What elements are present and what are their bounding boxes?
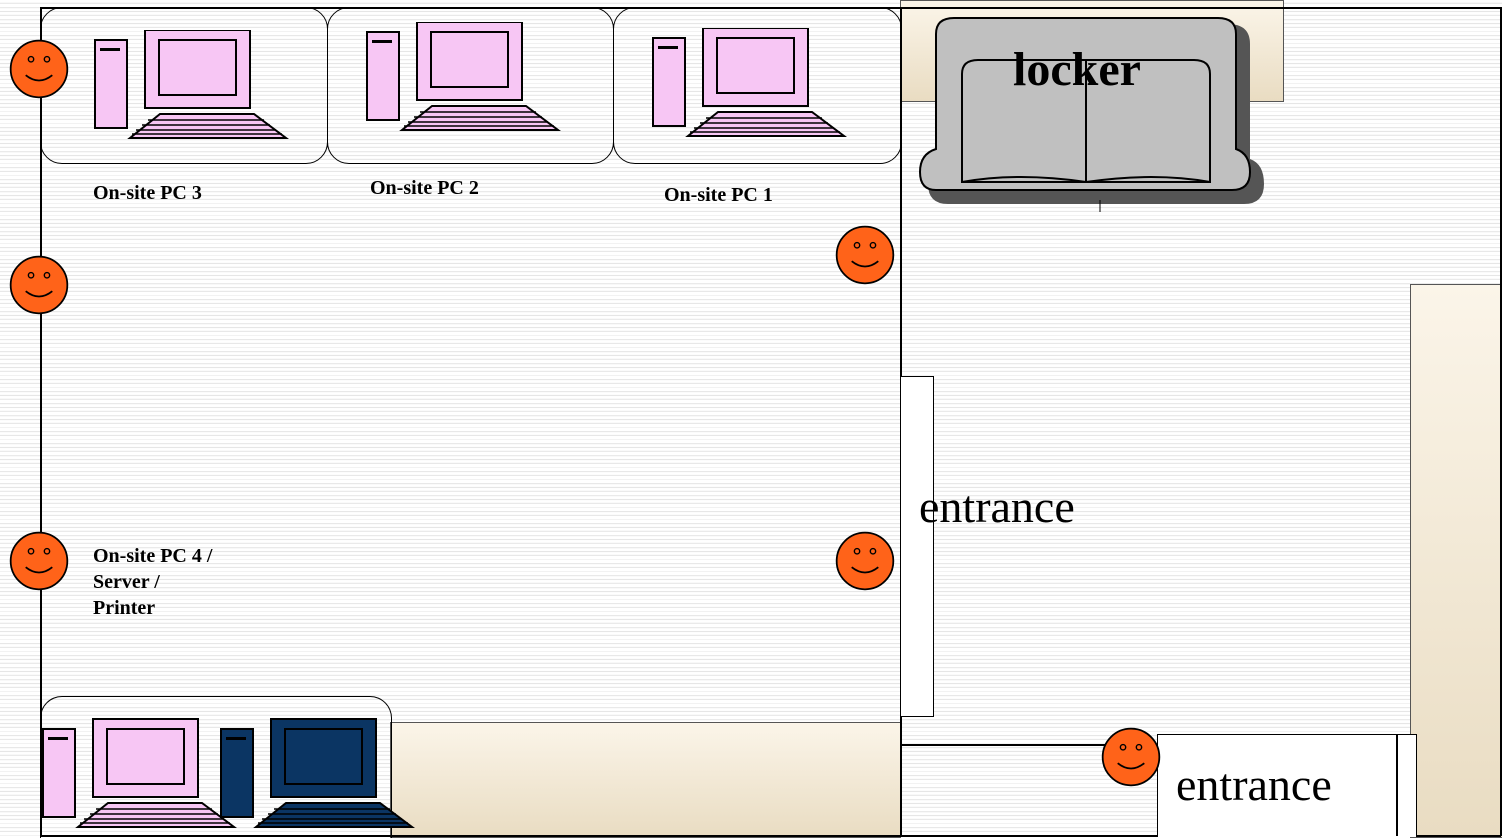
pc2-computer-icon bbox=[362, 22, 562, 132]
room-right-wall bbox=[1500, 7, 1502, 836]
side-entrance-door bbox=[901, 376, 934, 717]
room-bottom-wall bbox=[40, 835, 1501, 837]
pc3-label: On-site PC 3 bbox=[93, 182, 202, 204]
pc3-computer-icon bbox=[90, 30, 290, 140]
beige-area-right bbox=[1410, 284, 1502, 838]
room-left-wall bbox=[40, 7, 42, 836]
partition-wall bbox=[900, 7, 902, 836]
bottom-entrance-door bbox=[1157, 734, 1417, 837]
pc4-label-line2: Server / bbox=[93, 571, 160, 593]
person-smiley-icon bbox=[834, 224, 896, 286]
person-smiley-icon bbox=[8, 530, 70, 592]
person-smiley-icon bbox=[1100, 726, 1162, 788]
pc2-label: On-site PC 2 bbox=[370, 177, 479, 199]
person-smiley-icon bbox=[8, 38, 70, 100]
pc4-label-line1: On-site PC 4 / bbox=[93, 545, 213, 567]
server-computer-icon bbox=[216, 712, 416, 836]
bottom-entrance-label: entrance bbox=[1176, 759, 1332, 810]
person-smiley-icon bbox=[834, 530, 896, 592]
side-entrance-label: entrance bbox=[919, 481, 1075, 532]
bottom-entrance-inner-line bbox=[1396, 734, 1398, 836]
locker-icon bbox=[918, 17, 1264, 212]
beige-area-bottom bbox=[390, 722, 901, 838]
pc1-desk bbox=[613, 7, 902, 164]
pc4-server-desk bbox=[40, 696, 392, 838]
pc1-computer-icon bbox=[648, 28, 848, 138]
person-smiley-icon bbox=[8, 254, 70, 316]
pc1-label: On-site PC 1 bbox=[664, 184, 773, 206]
locker-label: locker bbox=[1013, 43, 1141, 96]
corridor-top-line bbox=[901, 744, 1157, 746]
pc4-label-line3: Printer bbox=[93, 597, 156, 619]
pc4-computer-icon bbox=[38, 712, 238, 836]
